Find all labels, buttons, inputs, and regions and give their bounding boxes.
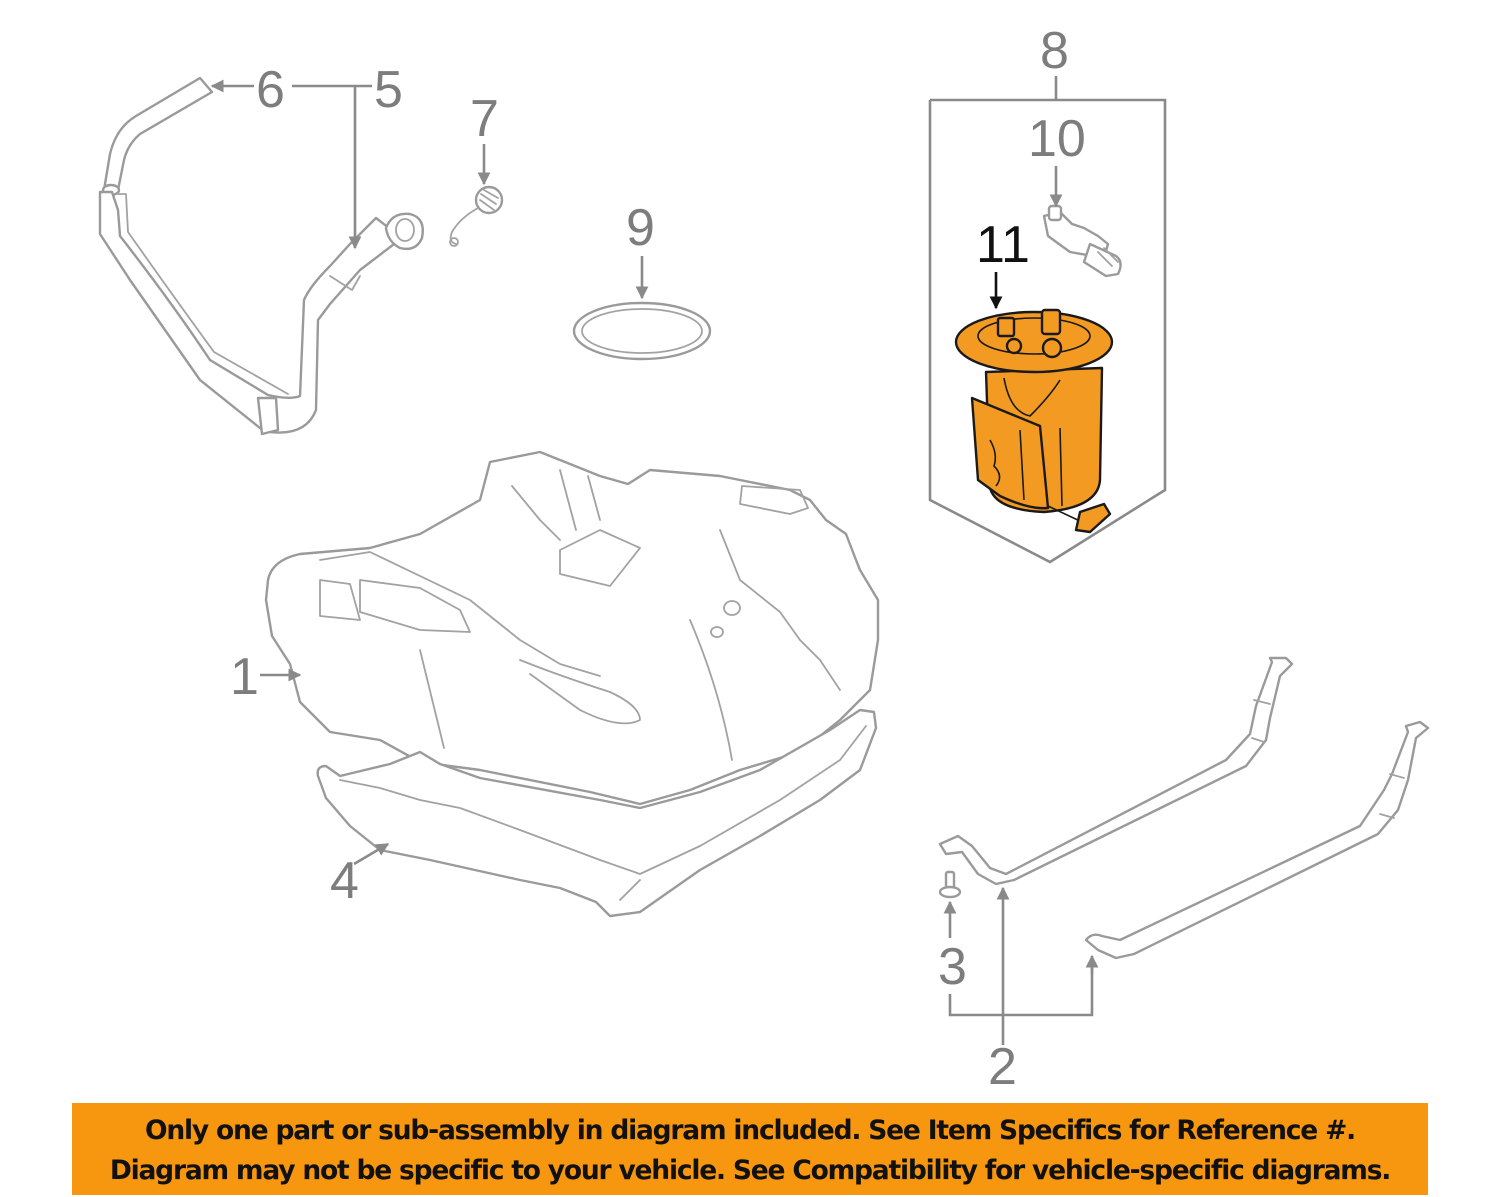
disclaimer-line-1: Only one part or sub-assembly in diagram… (145, 1115, 1356, 1146)
callout-label-8: 8 (1040, 22, 1069, 80)
callout-5: 5 (292, 61, 403, 250)
callout-10: 10 (1028, 110, 1086, 208)
disclaimer-banner: Only one part or sub-assembly in diagram… (72, 1103, 1428, 1195)
fuel-pump-module-part (954, 308, 1114, 534)
callout-label-3: 3 (938, 938, 967, 996)
pump-assembly-bracket: 8 (928, 22, 1167, 564)
callout-7: 7 (470, 90, 499, 186)
heat-shield-part (316, 708, 878, 918)
callout-label-5: 5 (374, 61, 403, 119)
callout-4: 4 (330, 842, 390, 910)
callout-6: 6 (210, 61, 285, 119)
filler-pipe-part (98, 190, 424, 436)
callout-9: 9 (626, 199, 655, 300)
callout-label-9: 9 (626, 199, 655, 257)
disclaimer-line-2: Diagram may not be specific to your vehi… (109, 1155, 1392, 1186)
tank-strap-front-part (938, 656, 1294, 886)
tank-strap-rear-part (1084, 720, 1430, 960)
pressure-sensor-part (1042, 204, 1122, 278)
callout-label-4: 4 (330, 852, 359, 910)
callout-3: 3 (938, 900, 1099, 1017)
filler-hose-part (101, 76, 214, 197)
callout-label-10: 10 (1028, 110, 1086, 168)
callout-2: 2 (988, 886, 1017, 1096)
fuel-cap-part (449, 185, 504, 247)
callout-label-2: 2 (988, 1038, 1017, 1096)
callout-label-7: 7 (470, 90, 499, 148)
callout-label-6: 6 (256, 61, 285, 119)
seal-ring-part (572, 301, 712, 361)
callout-label-1: 1 (230, 648, 259, 706)
callout-1: 1 (230, 648, 302, 706)
strap-bolt-part (938, 870, 962, 899)
callout-11: 11 (976, 216, 1030, 310)
callout-label-11: 11 (976, 216, 1030, 274)
fuel-tank-part (264, 450, 880, 806)
